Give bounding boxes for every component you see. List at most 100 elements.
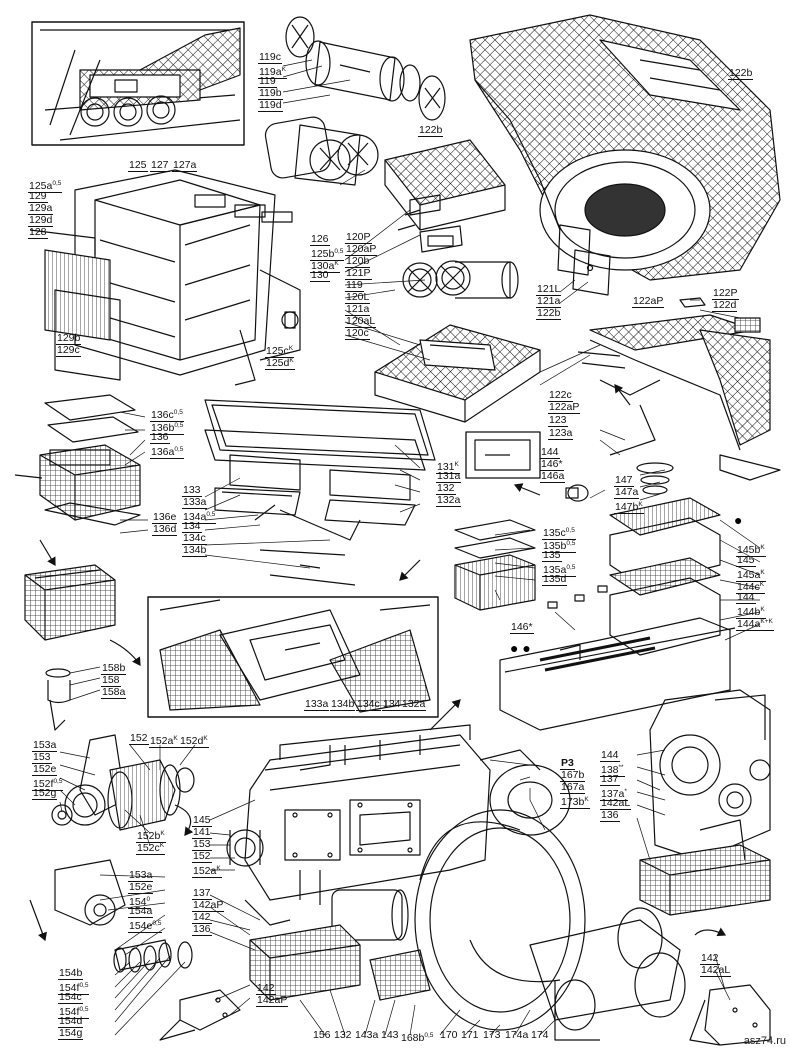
label-152: 152	[129, 732, 149, 745]
label-138: 138**	[600, 764, 625, 777]
air-filter-exploded-119	[264, 16, 446, 186]
label-146s-2: 146*	[510, 621, 534, 634]
label-158a: 158a	[101, 686, 127, 699]
label-136-rear: 136	[600, 809, 620, 822]
label-152-engine: 152	[192, 850, 212, 863]
label-143: 143	[381, 1029, 399, 1041]
label-119c: 119c	[258, 51, 282, 64]
label-125d: 125dK	[265, 357, 295, 370]
label-145: 145	[736, 554, 756, 567]
flywheel-housing	[414, 749, 686, 1041]
label-120aL: 120aL	[345, 315, 377, 328]
label-121a-2: 121a	[345, 303, 371, 316]
label-146s: 146*	[540, 458, 564, 471]
label-119d: 119d	[258, 99, 283, 112]
label-142-engine: 142	[192, 911, 212, 924]
inset-frame-top-left	[31, 21, 245, 146]
label-132-bottom: 132	[334, 1029, 352, 1041]
label-122b-mid: 122b	[418, 124, 444, 137]
label-142aP-bottom: 142aP	[256, 994, 289, 1007]
label-152a: 152aK	[149, 735, 179, 748]
label-125c: 125cK	[265, 345, 295, 358]
label-132a-inset: 132a	[401, 698, 427, 711]
label-133: 133	[182, 484, 202, 497]
label-144-2: 144	[736, 591, 756, 604]
label-135a: 135a0,5	[542, 564, 577, 577]
engine-rear-view	[639, 689, 771, 916]
label-131a: 131a	[436, 470, 462, 483]
label-135c: 135c0,5	[542, 527, 576, 540]
label-144b: 144bK	[736, 606, 766, 619]
label-173b: 173bK	[560, 796, 590, 809]
filter-stack-135	[399, 519, 608, 611]
label-145b: 145bK	[736, 544, 766, 557]
label-158b: 158b	[101, 662, 127, 675]
label-129: 129	[28, 190, 48, 203]
label-142-bottom-right: 142	[700, 952, 720, 965]
engine-block-main	[226, 724, 491, 1001]
bracket-plates-121L	[557, 224, 611, 296]
label-144c: 144cK	[736, 581, 766, 594]
label-134a: 134a0,5	[182, 511, 217, 524]
filter-box-frame-125	[29, 169, 301, 386]
label-125b: 125b0,5	[310, 248, 345, 261]
label-136-engine: 136	[192, 923, 212, 936]
label-133a: 133a	[182, 496, 208, 509]
label-152d: 152dK	[179, 735, 209, 748]
label-120aP: 120aP	[345, 243, 378, 256]
label-154g: 154g	[58, 1027, 84, 1040]
label-123: 123	[548, 414, 568, 427]
label-154: 1540	[128, 896, 152, 909]
marker-dot-double: ● ●	[510, 640, 531, 656]
label-170: 170	[440, 1029, 458, 1041]
label-120P: 120P	[345, 231, 372, 244]
label-120b: 120b	[345, 255, 371, 268]
label-125: 125	[128, 159, 148, 172]
watermark: asz74.ru	[743, 1035, 786, 1047]
label-152e-bottom: 152e	[128, 881, 154, 894]
label-174a: 174a	[505, 1029, 529, 1041]
label-144a: 144aK+K	[736, 618, 774, 631]
label-122c: 122c	[548, 389, 573, 402]
label-137: 137	[600, 773, 620, 786]
label-121L: 121L	[536, 283, 562, 296]
armored-hood-122b	[469, 14, 781, 281]
label-152b: 152bK	[136, 830, 166, 843]
oil-cooler-stack-136	[14, 394, 141, 526]
label-154e: 154e0,5	[128, 920, 163, 933]
label-135b: 135b0,5	[542, 540, 577, 553]
label-137-engine: 137	[192, 887, 212, 900]
mesh-tray-120L	[374, 324, 541, 423]
label-119-2: 119	[345, 279, 364, 292]
label-145-engine: 145	[192, 814, 212, 827]
label-134b-inset: 134b	[330, 698, 356, 711]
inset-small-144	[465, 431, 589, 502]
label-130: 130	[310, 269, 330, 282]
label-144-rear: 144	[600, 749, 620, 762]
label-135: 135	[542, 549, 562, 562]
label-119b: 119b	[258, 87, 283, 100]
label-122P: 122P	[712, 287, 739, 300]
label-141: 141	[192, 826, 212, 839]
label-152e: 152e	[32, 763, 58, 776]
label-144: 144	[540, 446, 560, 459]
label-125a: 125a0,5	[28, 180, 63, 193]
label-143a: 143a	[355, 1029, 379, 1041]
label-153a: 153a	[32, 739, 58, 752]
filter-housing-120-121	[397, 209, 519, 299]
label-152f: 152f0,5	[32, 778, 64, 791]
label-122d: 122d	[712, 299, 738, 312]
label-142-bottom: 142	[256, 982, 276, 995]
label-132: 132	[436, 482, 456, 495]
label-168b: 168b0,5	[401, 1032, 434, 1044]
label-122aP: 122aP	[548, 401, 581, 414]
label-133a-inset: 133a	[304, 698, 330, 711]
side-mesh-wing-122P	[577, 297, 781, 481]
label-129b: 129b	[56, 332, 82, 345]
label-123a: 123a	[548, 427, 574, 440]
label-142aL-bottom-right: 142aL	[700, 964, 732, 977]
cooler-assembly-left	[24, 539, 141, 666]
label-154d: 154d	[58, 1015, 84, 1028]
label-119a: 119aK	[258, 66, 287, 79]
